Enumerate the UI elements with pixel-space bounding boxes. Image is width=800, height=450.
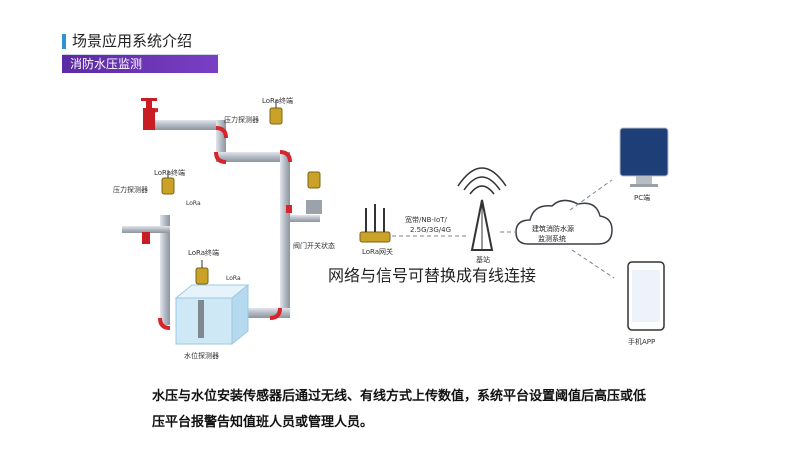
label-lora-tag-left: LoRa (186, 200, 201, 207)
signal-connections (392, 179, 615, 279)
phone-icon (627, 261, 665, 331)
lora-terminal-icon-tank (195, 260, 209, 285)
scenario-badge: 消防水压监测 (62, 55, 218, 73)
section-divider (62, 54, 220, 55)
label-cloud-line1: 建筑消防水源 (532, 224, 574, 233)
pc-monitor-icon (619, 127, 669, 187)
label-cloud-line2: 监测系统 (538, 234, 566, 243)
lora-gateway-icon (359, 204, 391, 243)
label-lora-terminal-top: LoRa终端 (262, 96, 293, 105)
label-pressure-left: 压力探测器 (113, 185, 148, 194)
label-lora-terminal-left: LoRa终端 (154, 168, 185, 177)
label-phone: 手机APP (628, 337, 655, 346)
wired-connection-note: 网络与信号可替换成有线连接 (328, 266, 537, 285)
base-station-tower-icon (457, 167, 507, 251)
caption-line-1: 水压与水位安装传感器后通过无线、有线方式上传数值，系统平台设置阈值后高压或低 (152, 389, 647, 404)
fire-hydrant-icon (141, 98, 157, 130)
monitoring-cloud (515, 199, 613, 245)
caption-line-2: 压平台报警告知值班人员或管理人员。 (152, 415, 374, 430)
label-pressure-top: 压力探测器 (224, 115, 259, 124)
lora-terminal-icon-left (161, 170, 175, 195)
label-link-bottom: 2.5G/3G/4G (410, 226, 451, 234)
description-caption: 水压与水位安装传感器后通过无线、有线方式上传数值，系统平台设置阈值后高压或低 压… (152, 384, 672, 436)
label-gateway: LoRa网关 (362, 247, 393, 256)
section-header: 场景应用系统介绍 (62, 30, 222, 78)
section-title: 场景应用系统介绍 (72, 32, 193, 50)
water-tank (174, 283, 250, 346)
label-base-station: 基站 (476, 255, 490, 264)
label-link-top: 宽带/NB-IoT/ (405, 215, 448, 224)
lora-terminal-icon-valve (306, 171, 322, 214)
valve-icon-left (142, 232, 150, 244)
pipe-network (122, 120, 320, 325)
label-valve: 阀门开关状态 (293, 241, 335, 250)
label-tank: 水位探测器 (184, 351, 219, 360)
label-lora-terminal-tank: LoRa终端 (188, 248, 219, 257)
label-pc: PC端 (634, 193, 650, 202)
lora-terminal-icon-top (269, 100, 283, 125)
section-accent-bar (62, 34, 66, 49)
label-lora-tag-tank: LoRa (226, 275, 241, 282)
